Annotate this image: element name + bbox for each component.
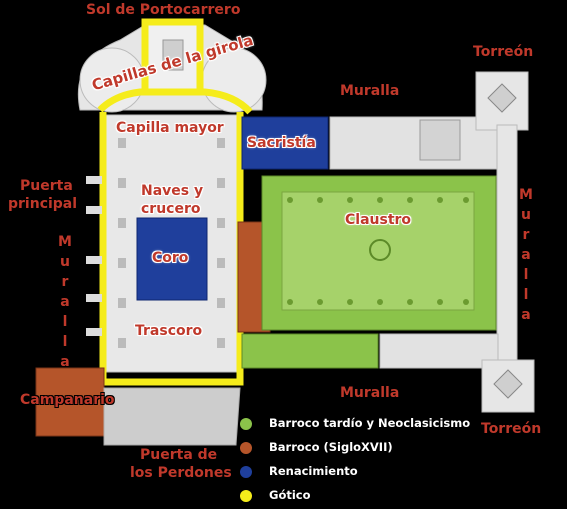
legend-dot [240, 418, 252, 430]
south-green-strip [241, 333, 379, 369]
legend-label: Renacimiento [269, 464, 358, 478]
label-campanario: Campanario [20, 392, 115, 408]
south-courtyard [103, 387, 241, 446]
sacristia-area [241, 116, 329, 170]
legend-item-renacimiento: Renacimiento [236, 461, 536, 485]
label-capilla-mayor: Capilla mayor [116, 120, 224, 136]
torreon-bottom-tower [481, 359, 535, 413]
label-naves-2: crucero [141, 201, 201, 217]
legend-item-barroco: Barroco (SigloXVII) [236, 437, 536, 461]
label-perdones-1: Puerta de [140, 447, 218, 463]
legend-label: Barroco tardío y Neoclasicismo [269, 416, 471, 430]
label-torreon-bottom: Torreón [481, 421, 542, 437]
legend: Barroco tardío y Neoclasicismo Barroco (… [236, 413, 536, 509]
east-wall [496, 124, 518, 376]
label-coro: Coro [152, 250, 189, 266]
label-claustro: Claustro [345, 212, 412, 228]
label-torreon-top: Torreón [473, 44, 534, 60]
label-trascoro: Trascoro [135, 323, 203, 339]
coro-area [136, 217, 208, 301]
legend-label: Gótico [269, 488, 311, 502]
label-sacristia: Sacristía [247, 135, 316, 151]
legend-dot [240, 442, 252, 454]
north-rooms [329, 116, 501, 170]
west-buttresses [86, 176, 102, 336]
label-muralla-bottom: Muralla [340, 385, 400, 401]
south-rooms [379, 333, 499, 369]
label-sol: Sol de Portocarrero [86, 2, 241, 18]
label-muralla-top: Muralla [340, 83, 400, 99]
legend-dot [240, 466, 252, 478]
label-puerta-principal-2: principal [8, 196, 78, 212]
label-puerta-principal-1: Puerta [20, 178, 73, 194]
legend-item-gotico: Gótico [236, 485, 536, 509]
legend-dot [240, 490, 252, 502]
legend-label: Barroco (SigloXVII) [269, 440, 393, 454]
label-naves-1: Naves y [141, 183, 204, 199]
nave-columns [118, 138, 225, 348]
legend-item-neoclasico: Barroco tardío y Neoclasicismo [236, 413, 536, 437]
label-perdones-2: los Perdones [130, 465, 232, 481]
campanario-area [35, 367, 105, 437]
